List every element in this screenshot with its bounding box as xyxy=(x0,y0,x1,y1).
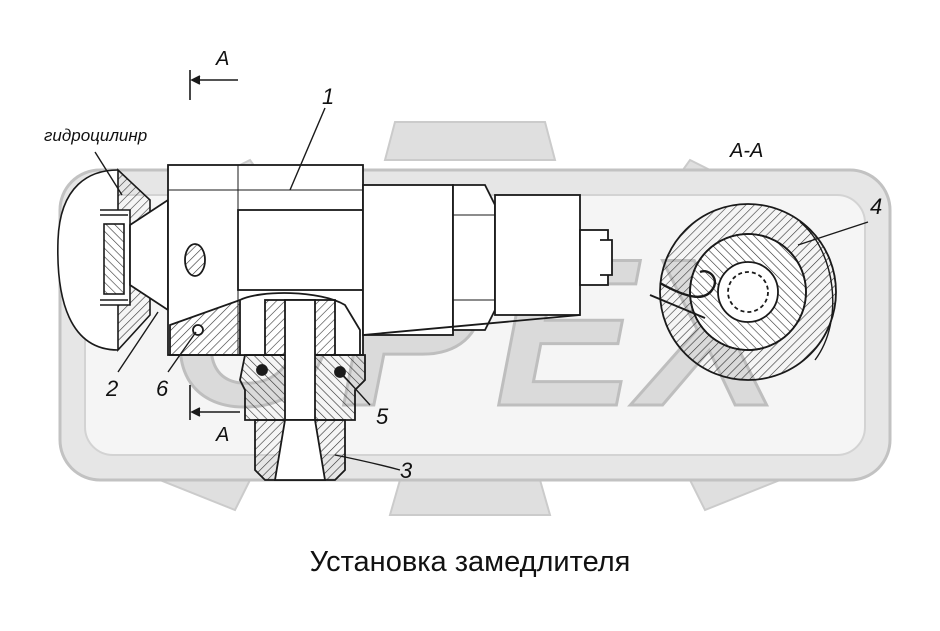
leader-part-2 xyxy=(117,311,159,373)
leader-part-6 xyxy=(167,331,197,373)
callout-part-2: 2 xyxy=(106,376,119,401)
hydraulic-cylinder xyxy=(57,168,151,353)
section-cut-marks xyxy=(189,70,240,420)
callout-part-4: 4 xyxy=(870,194,883,219)
leader-part-1 xyxy=(289,107,326,191)
leader-part-5 xyxy=(341,373,371,406)
leader-lines xyxy=(94,107,869,471)
cylinder-callout: гидроцилинр xyxy=(44,126,148,145)
leader-part-4 xyxy=(797,221,869,246)
fitting-assembly xyxy=(192,292,366,481)
callout-part-6: 6 xyxy=(156,376,169,401)
section-view-title: А-А xyxy=(730,140,764,162)
callout-part-1: 1 xyxy=(322,84,335,109)
leader-part-3 xyxy=(334,454,401,471)
section-a-a-view xyxy=(649,203,837,381)
callout-part-3: 3 xyxy=(400,458,413,483)
figure-caption: Установка замедлителя xyxy=(309,546,631,578)
callout-part-5: 5 xyxy=(376,404,389,429)
leader-cylinder xyxy=(94,151,123,196)
section-mark-top: А xyxy=(216,48,230,70)
section-mark-bottom: А xyxy=(216,424,230,446)
